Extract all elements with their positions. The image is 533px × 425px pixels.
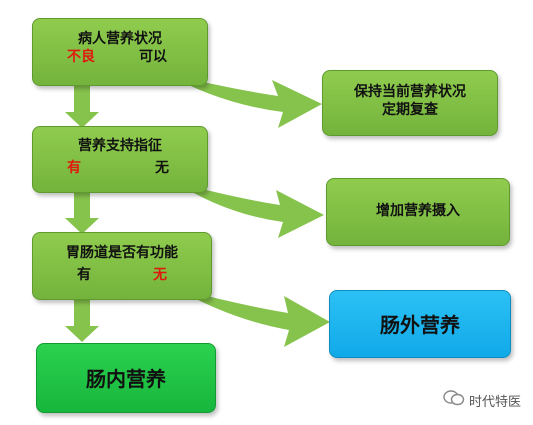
watermark: 时代特医 (443, 389, 521, 411)
node-support-indication-title: 营养支持指征 (78, 138, 162, 154)
arrow-status-to-indication (65, 86, 99, 128)
option-adequate: 可以 (139, 49, 167, 65)
option-functional: 有 (77, 267, 91, 283)
node-enteral: 肠内营养 (36, 343, 216, 413)
node-increase-intake-label: 增加营养摄入 (376, 203, 460, 219)
node-gi-function-title: 胃肠道是否有功能 (66, 245, 178, 261)
node-parenteral: 肠外营养 (329, 290, 511, 358)
option-not-functional: 无 (153, 267, 167, 283)
node-enteral-label: 肠内营养 (86, 367, 166, 391)
arrow-gut-to-parenteral (175, 288, 330, 347)
node-increase-intake: 增加营养摄入 (326, 178, 510, 246)
node-nutrition-status: 病人营养状况 不良 可以 (32, 18, 208, 86)
arrow-status-to-maintain (165, 73, 322, 128)
watermark-logo-icon (443, 389, 465, 411)
node-support-indication: 营养支持指征 有 无 (32, 126, 208, 193)
node-parenteral-label: 肠外营养 (380, 313, 460, 337)
option-yes: 有 (67, 160, 81, 176)
node-maintain-line2: 定期复查 (382, 102, 438, 118)
option-no: 无 (155, 160, 169, 176)
node-nutrition-status-title: 病人营养状况 (78, 31, 162, 47)
node-gi-function: 胃肠道是否有功能 有 无 (32, 232, 212, 300)
node-maintain-line1: 保持当前营养状况 (354, 84, 466, 100)
node-maintain-status: 保持当前营养状况 定期复查 (322, 70, 498, 136)
arrow-gut-to-enteral (65, 300, 99, 342)
option-poor: 不良 (67, 49, 95, 65)
arrow-indication-to-increase (175, 182, 324, 238)
watermark-text: 时代特医 (468, 394, 521, 410)
arrow-indication-to-gut (65, 193, 99, 234)
